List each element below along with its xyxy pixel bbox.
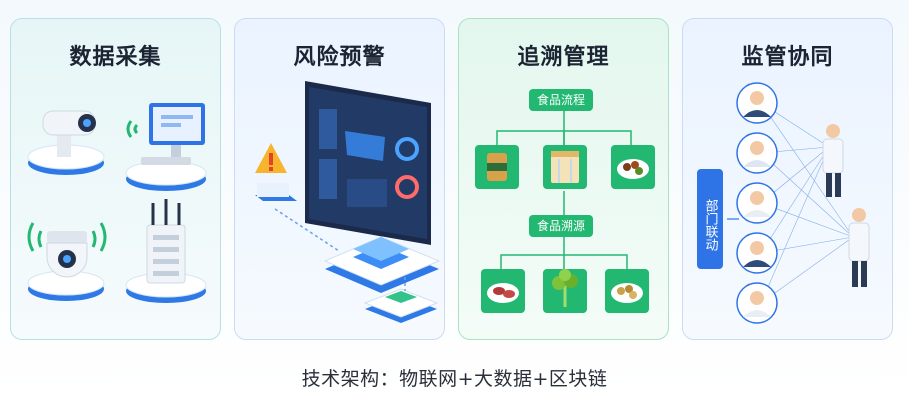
officer-avatar-icon <box>736 232 778 274</box>
panel-traceability: 追溯管理 <box>458 18 669 340</box>
food-can-icon <box>475 145 519 189</box>
officer-avatar-icon <box>736 132 778 174</box>
panel-title-supervision: 监管协同 <box>741 45 834 70</box>
dome-camera-icon <box>27 222 107 301</box>
inspector-figure-icon <box>822 124 844 197</box>
inspector-figure-icon <box>848 208 870 287</box>
tag-food-process: 食品流程 <box>529 89 594 111</box>
trace-tree-lines <box>475 111 655 313</box>
panel-supervision: 监管协同 <box>682 18 893 340</box>
collection-illustration <box>27 103 207 303</box>
panel-title-trace: 追溯管理 <box>517 45 610 70</box>
panel-title-warning: 风险预警 <box>293 45 386 70</box>
officer-avatar-icon <box>736 282 778 324</box>
footer-architecture: 技术架构：物联网+大数据+区块链 <box>301 368 608 390</box>
chip-icon <box>363 288 439 323</box>
tag-food-trace: 食品溯源 <box>529 215 594 237</box>
vegetable-icon <box>543 269 587 313</box>
cctv-camera-icon <box>27 110 105 175</box>
panel-risk-warning: 风险预警 <box>234 18 445 340</box>
food-plate-icon <box>611 145 655 189</box>
supervision-network <box>727 82 870 324</box>
officer-avatar-icon <box>736 182 778 224</box>
warning-illustration <box>255 81 441 323</box>
router-icon <box>125 199 207 303</box>
warning-triangle-icon <box>255 143 297 201</box>
food-package-icon <box>543 145 587 189</box>
panel-data-collection: 数据采集 <box>10 18 221 340</box>
meat-plate-icon <box>481 269 525 313</box>
department-linkage-label: 部门联动 <box>697 169 723 269</box>
computer-icon <box>125 103 207 191</box>
officer-avatar-icon <box>736 82 778 124</box>
platform-icon <box>323 236 441 293</box>
dashboard-screen-icon <box>305 81 431 245</box>
nuts-plate-icon <box>605 269 649 313</box>
panel-title-collection: 数据采集 <box>69 45 162 70</box>
